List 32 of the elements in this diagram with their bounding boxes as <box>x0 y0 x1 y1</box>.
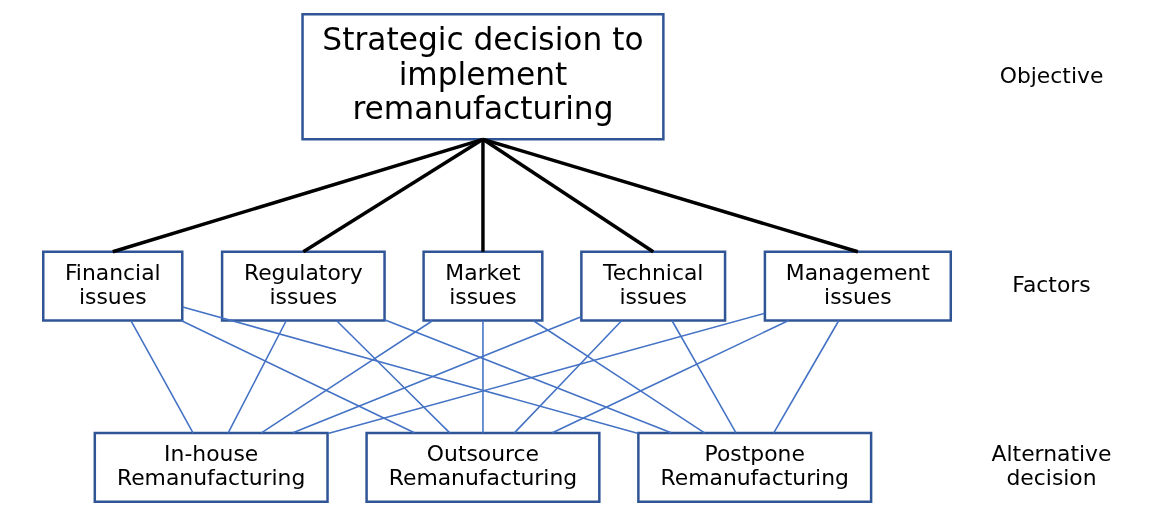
connector <box>260 320 433 434</box>
connector <box>291 315 582 434</box>
node-box: Financial issues <box>41 250 183 322</box>
node-box: Regulatory issues <box>220 250 386 322</box>
label: Objective <box>999 62 1103 88</box>
node-box: Market issues <box>421 250 544 322</box>
label: Factors <box>1011 271 1091 297</box>
connector <box>481 137 654 254</box>
connector <box>383 318 672 434</box>
node-box: Outsource Remanufacturing <box>364 431 601 503</box>
node-box: Technical issues <box>579 250 726 322</box>
connector <box>481 137 858 254</box>
connector <box>129 320 194 434</box>
connector <box>772 320 839 434</box>
connector <box>532 320 705 434</box>
node-box: Management issues <box>763 250 952 322</box>
connector <box>301 137 484 254</box>
connector <box>335 320 451 434</box>
connector <box>551 319 789 434</box>
node-box: In-house Remanufacturing <box>93 431 329 503</box>
connector <box>513 320 622 434</box>
connector <box>481 320 484 434</box>
connector <box>181 306 639 435</box>
node-box: Strategic decision to implement remanufacturing <box>300 13 665 141</box>
connector <box>670 320 737 434</box>
connector <box>480 139 485 252</box>
connector <box>226 320 287 434</box>
connector <box>111 137 483 254</box>
label: Alternative decision <box>991 441 1111 490</box>
node-box: Postpone Remanufacturing <box>636 431 872 503</box>
connector <box>179 319 415 434</box>
connector <box>326 312 765 435</box>
